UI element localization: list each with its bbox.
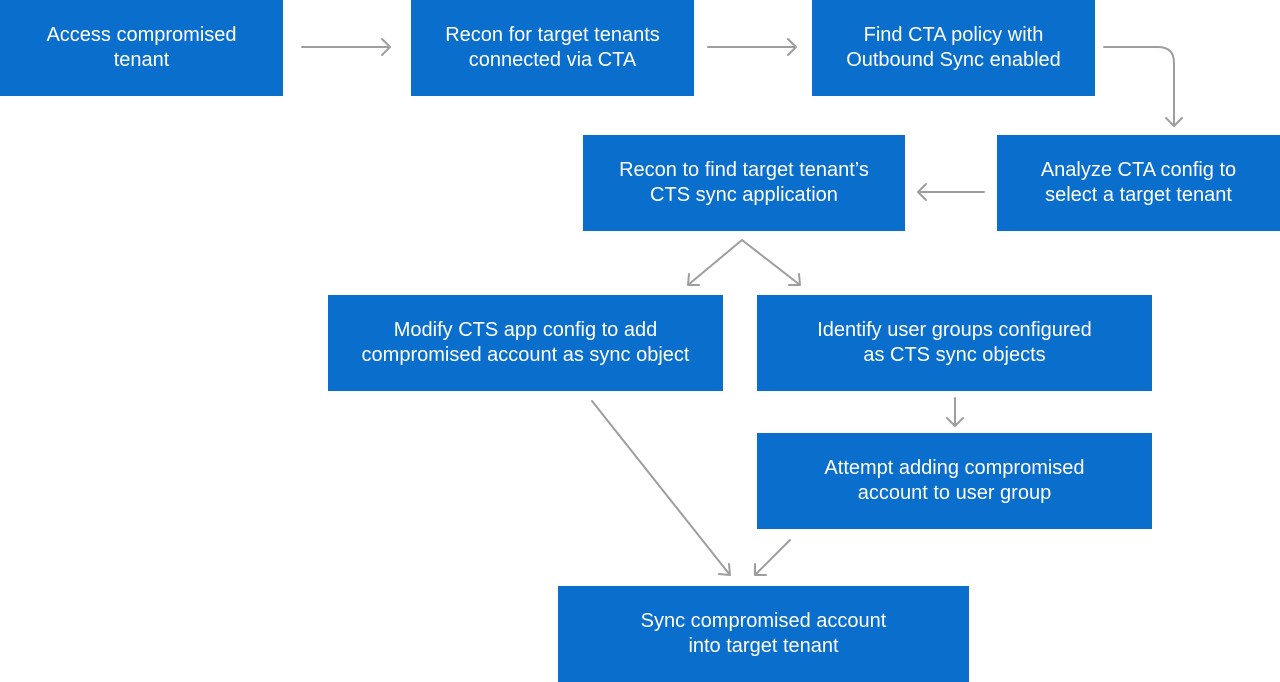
node-modify-cts-app-config: Modify CTS app config to add compromised… — [328, 295, 723, 391]
edge-access-to-recon-tenants — [301, 38, 391, 56]
edge-attempt-add-to-sync-account — [754, 539, 791, 576]
node-label: Analyze CTA config to select a target te… — [1040, 159, 1237, 206]
edge-modify-config-to-sync-account — [591, 400, 731, 576]
node-label: Find CTA policy with Outbound Sync enabl… — [846, 24, 1061, 71]
edge-recon-tenants-to-find-policy — [707, 38, 797, 56]
edge-recon-sync-app-to-modify-config — [687, 239, 743, 286]
node-identify-user-groups: Identify user groups configured as CTS s… — [757, 295, 1152, 391]
node-label: Modify CTS app config to add compromised… — [361, 319, 690, 366]
node-attempt-adding-account: Attempt adding compromised account to us… — [757, 433, 1152, 529]
node-sync-compromised-account: Sync compromised account into target ten… — [558, 586, 969, 682]
node-label: Identify user groups configured as CTS s… — [817, 319, 1092, 366]
edge-find-policy-to-analyze — [1103, 46, 1183, 127]
node-label: Attempt adding compromised account to us… — [824, 457, 1085, 504]
node-recon-sync-application: Recon to find target tenant’s CTS sync a… — [583, 135, 905, 231]
edge-recon-sync-app-to-identify-groups — [741, 239, 801, 286]
node-access-compromised-tenant: Access compromised tenant — [0, 0, 283, 96]
node-label: Access compromised tenant — [46, 24, 237, 71]
node-recon-target-tenants: Recon for target tenants connected via C… — [411, 0, 694, 96]
node-label: Sync compromised account into target ten… — [640, 610, 887, 657]
node-label: Recon for target tenants connected via C… — [445, 24, 660, 71]
edge-identify-groups-to-attempt-add — [946, 397, 964, 427]
node-analyze-cta-config: Analyze CTA config to select a target te… — [997, 135, 1280, 231]
node-find-cta-policy: Find CTA policy with Outbound Sync enabl… — [812, 0, 1095, 96]
edge-analyze-to-recon-sync-app — [917, 183, 985, 201]
node-label: Recon to find target tenant’s CTS sync a… — [619, 159, 869, 206]
